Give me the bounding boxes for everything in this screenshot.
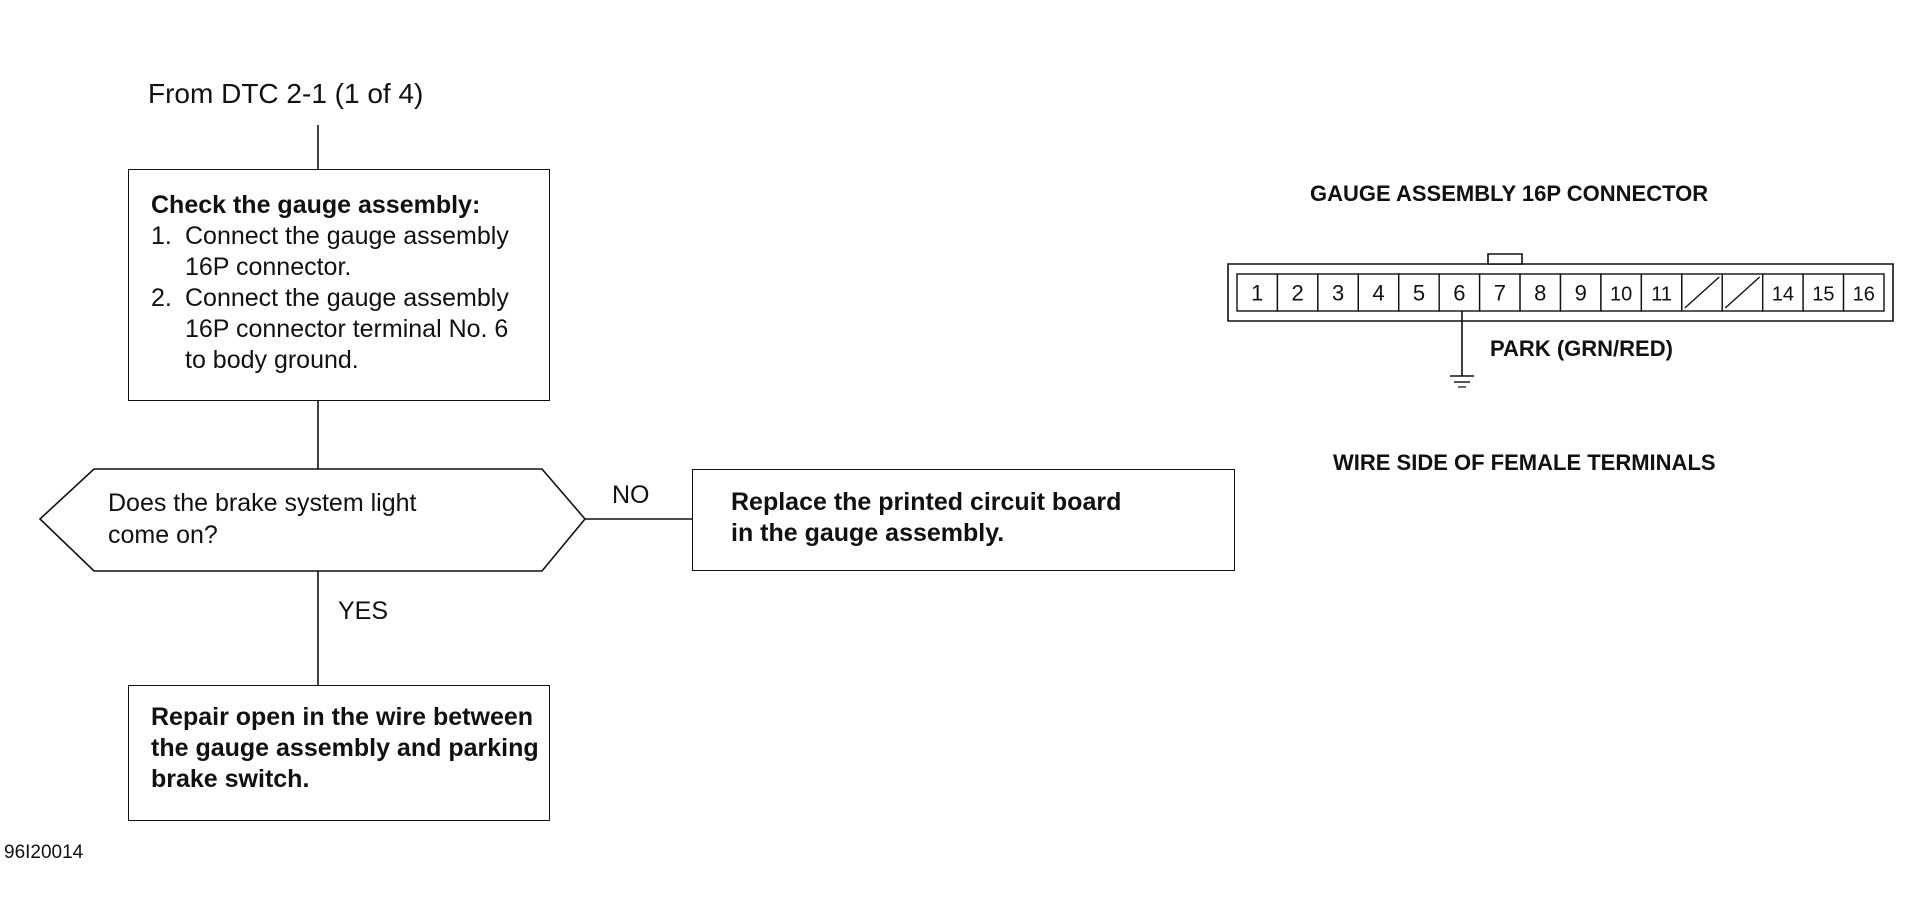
terminal-number: 16 <box>1853 284 1875 306</box>
yes-result-line: Repair open in the wire between <box>151 703 534 731</box>
terminal-number: 5 <box>1413 281 1425 306</box>
step-number: 1. <box>151 222 172 250</box>
terminal-cell <box>1438 273 1481 312</box>
no-label: NO <box>612 481 650 509</box>
no-result-box: Replace the printed circuit board in the… <box>692 469 1235 571</box>
figure-code: 96I20014 <box>4 842 84 863</box>
terminal-cell <box>1478 273 1521 312</box>
step-text: 16P connector terminal No. 6 <box>185 315 509 343</box>
decision-text: Does the brake system light come on? <box>108 487 416 551</box>
terminal-number: 1 <box>1251 281 1263 306</box>
terminal-number: 3 <box>1332 281 1344 306</box>
yes-label: YES <box>338 597 389 625</box>
terminal-number: 8 <box>1534 281 1546 306</box>
terminal-number: 15 <box>1812 284 1834 306</box>
no-result-line: in the gauge assembly. <box>731 519 1005 547</box>
terminal-number: 14 <box>1772 284 1794 306</box>
no-result-line: Replace the printed circuit board <box>731 488 1122 516</box>
terminal-number: 10 <box>1610 284 1632 306</box>
unused-terminal-slash <box>1684 276 1720 309</box>
decision-diamond <box>38 468 587 572</box>
step-text: Connect the gauge assembly <box>185 222 509 250</box>
connector-lock-tab <box>1487 253 1523 265</box>
step-text: Connect the gauge assembly <box>185 284 509 312</box>
step-text: to body ground. <box>185 346 359 374</box>
terminal-cell <box>1398 273 1440 312</box>
from-label: From DTC 2-1 (1 of 4) <box>148 78 424 109</box>
terminal-number: 7 <box>1494 281 1506 306</box>
terminal-number: 6 <box>1453 281 1465 306</box>
check-step-box: Check the gauge assembly: 1. Connect the… <box>128 169 550 401</box>
terminal-cell <box>1317 273 1360 312</box>
decision-line: come on? <box>108 521 218 549</box>
decision-line: Does the brake system light <box>108 489 417 517</box>
terminal-cell <box>1640 273 1683 312</box>
yes-result-line: the gauge assembly and parking <box>151 734 539 762</box>
ground-symbol-icon <box>1450 375 1474 388</box>
check-step-item: 1. Connect the gauge assembly 16P connec… <box>151 221 509 283</box>
connector-title: GAUGE ASSEMBLY 16P CONNECTOR <box>1310 181 1709 206</box>
terminal-number: 4 <box>1372 281 1384 306</box>
terminal-cell <box>1559 273 1602 312</box>
connector-16p-diagram: 1 2 3 4 5 6 7 8 9 10 11 14 15 16 <box>1227 253 1894 388</box>
connector-footer: WIRE SIDE OF FEMALE TERMINALS <box>1333 450 1716 475</box>
check-step-item: 2. Connect the gauge assembly 16P connec… <box>151 283 509 376</box>
yes-result-box: Repair open in the wire between the gaug… <box>128 685 550 821</box>
terminal-number: 9 <box>1575 281 1587 306</box>
step-number: 2. <box>151 284 172 312</box>
terminal-number: 2 <box>1292 281 1304 306</box>
terminal-cell <box>1600 273 1643 312</box>
yes-result-line: brake switch. <box>151 765 310 793</box>
check-step-title: Check the gauge assembly: <box>151 191 481 219</box>
terminal-cell <box>1761 273 1804 312</box>
unused-terminal-slash <box>1724 276 1761 309</box>
wire-label: PARK (GRN/RED) <box>1490 336 1673 361</box>
terminal-cell <box>1236 273 1279 312</box>
terminal-row: 1 2 3 4 5 6 7 8 9 10 11 14 15 16 <box>1236 273 1885 312</box>
step-text: 16P connector. <box>185 253 352 281</box>
terminal-number: 11 <box>1651 284 1672 306</box>
terminal-cell <box>1842 273 1885 312</box>
